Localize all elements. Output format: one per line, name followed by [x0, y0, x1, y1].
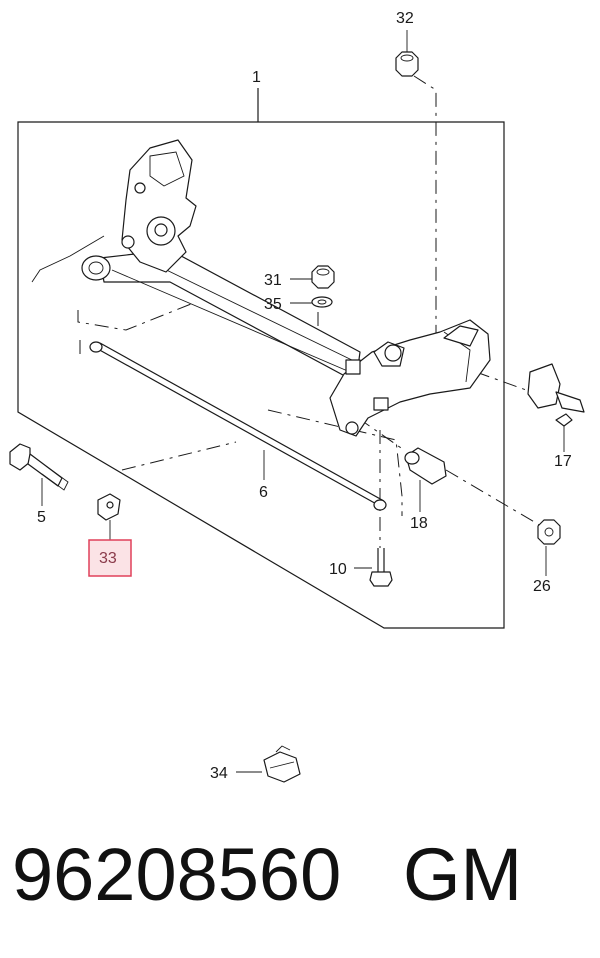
- callout-18: 18: [410, 515, 428, 532]
- clip-part: [97, 493, 121, 521]
- top-nut-part: [395, 51, 419, 77]
- callout-31: 31: [264, 272, 282, 289]
- stabilizer-rod: [89, 341, 387, 511]
- clamp-part: [263, 745, 301, 783]
- part-number-caption: 96208560 GM: [12, 838, 522, 912]
- callout-labels: 1 32 31 35 5 6 33 10 18 17 26 34: [37, 10, 572, 782]
- bushing-part: [404, 447, 447, 485]
- callout-33-highlight: [88, 539, 132, 577]
- callout-35: 35: [264, 296, 282, 313]
- leader-lines: [41, 30, 565, 773]
- right-nut-part: [537, 519, 561, 545]
- nut-part: [311, 265, 335, 289]
- callout-26: 26: [533, 578, 551, 595]
- callout-10: 10: [329, 561, 347, 578]
- callout-34: 34: [210, 765, 228, 782]
- callout-32: 32: [396, 10, 414, 27]
- callout-6: 6: [259, 484, 268, 501]
- pivot-bolt: [9, 443, 69, 491]
- spindle-part: [527, 363, 585, 427]
- washer-part: [311, 296, 333, 308]
- brand-name: GM: [402, 833, 523, 916]
- rear-axle-beam: [31, 139, 491, 437]
- callout-1: 1: [252, 69, 261, 86]
- exploded-view-lines: [77, 75, 549, 548]
- long-bolt-part: [369, 548, 393, 587]
- callout-33: 33: [99, 550, 117, 567]
- part-number: 96208560: [12, 833, 342, 916]
- assembly-frame: [17, 88, 505, 629]
- callout-5: 5: [37, 509, 46, 526]
- callout-17: 17: [554, 453, 572, 470]
